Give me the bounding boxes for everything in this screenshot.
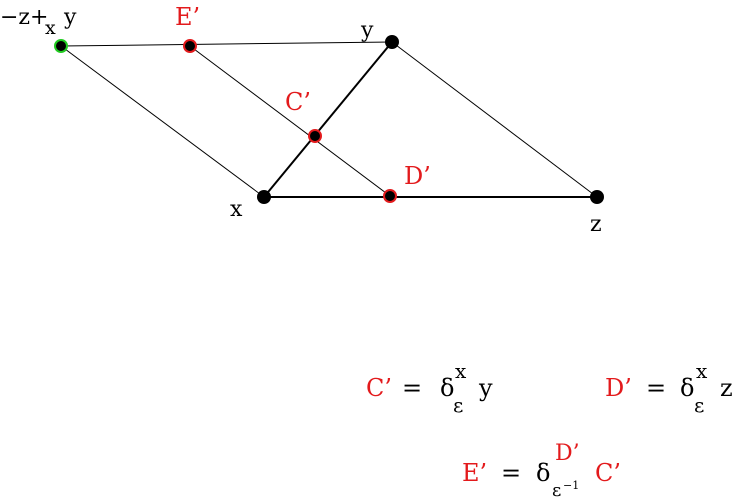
formula-e-eq: = <box>501 459 521 487</box>
formula-e-sub: ε <box>552 480 561 499</box>
formula-d-delta: δ <box>680 374 694 402</box>
thick-edges <box>263 41 597 198</box>
formula-e-sub-exp: −1 <box>563 479 579 492</box>
point-z <box>590 190 604 204</box>
formula-c-delta: δ <box>440 374 454 402</box>
edge-left <box>60 45 265 198</box>
formula-e-arg: C’ <box>595 459 621 487</box>
edge-right <box>391 41 598 198</box>
label-d-prime: D’ <box>404 162 431 190</box>
formula-c-lhs: C’ <box>366 374 392 402</box>
formula-e-prime: E’ = δ D’ ε −1 C’ <box>462 441 621 499</box>
formula-c-arg: y <box>478 374 493 402</box>
formula-e-sup: D’ <box>555 441 580 466</box>
label-sub-x: x <box>45 17 56 39</box>
point-e-prime <box>183 39 197 53</box>
label-minus-z-plus: −z+ <box>0 5 48 30</box>
formula-e-delta: δ <box>536 459 550 487</box>
point-x-minus-z-plus-y <box>54 39 68 53</box>
label-x: x <box>230 197 243 222</box>
point-d-prime <box>383 189 397 203</box>
edge-x-y <box>263 41 393 198</box>
label-c-prime: C’ <box>285 88 311 116</box>
edge-e-to-d <box>189 45 391 197</box>
formula-d-arg: z <box>720 374 733 402</box>
label-z: z <box>590 212 602 237</box>
formula-d-lhs: D’ <box>605 374 632 402</box>
label-y: y <box>360 18 374 43</box>
formula-d-sub: ε <box>694 393 704 417</box>
formula-c-prime: C’ = δ x ε y <box>366 359 493 417</box>
point-y <box>385 35 399 49</box>
edge-top <box>60 41 393 47</box>
formula-d-prime: D’ = δ x ε z <box>605 359 733 417</box>
label-y-top-left: y <box>63 5 77 30</box>
formula-d-eq: = <box>646 374 666 402</box>
thin-edges <box>60 41 598 198</box>
formula-c-eq: = <box>402 374 422 402</box>
formula-c-sup: x <box>455 359 467 383</box>
point-c-prime <box>308 129 322 143</box>
point-x <box>257 190 271 204</box>
formula-c-sub: ε <box>453 393 463 417</box>
label-e-prime: E’ <box>175 3 200 31</box>
formula-d-sup: x <box>696 359 708 383</box>
formula-e-lhs: E’ <box>462 459 487 487</box>
